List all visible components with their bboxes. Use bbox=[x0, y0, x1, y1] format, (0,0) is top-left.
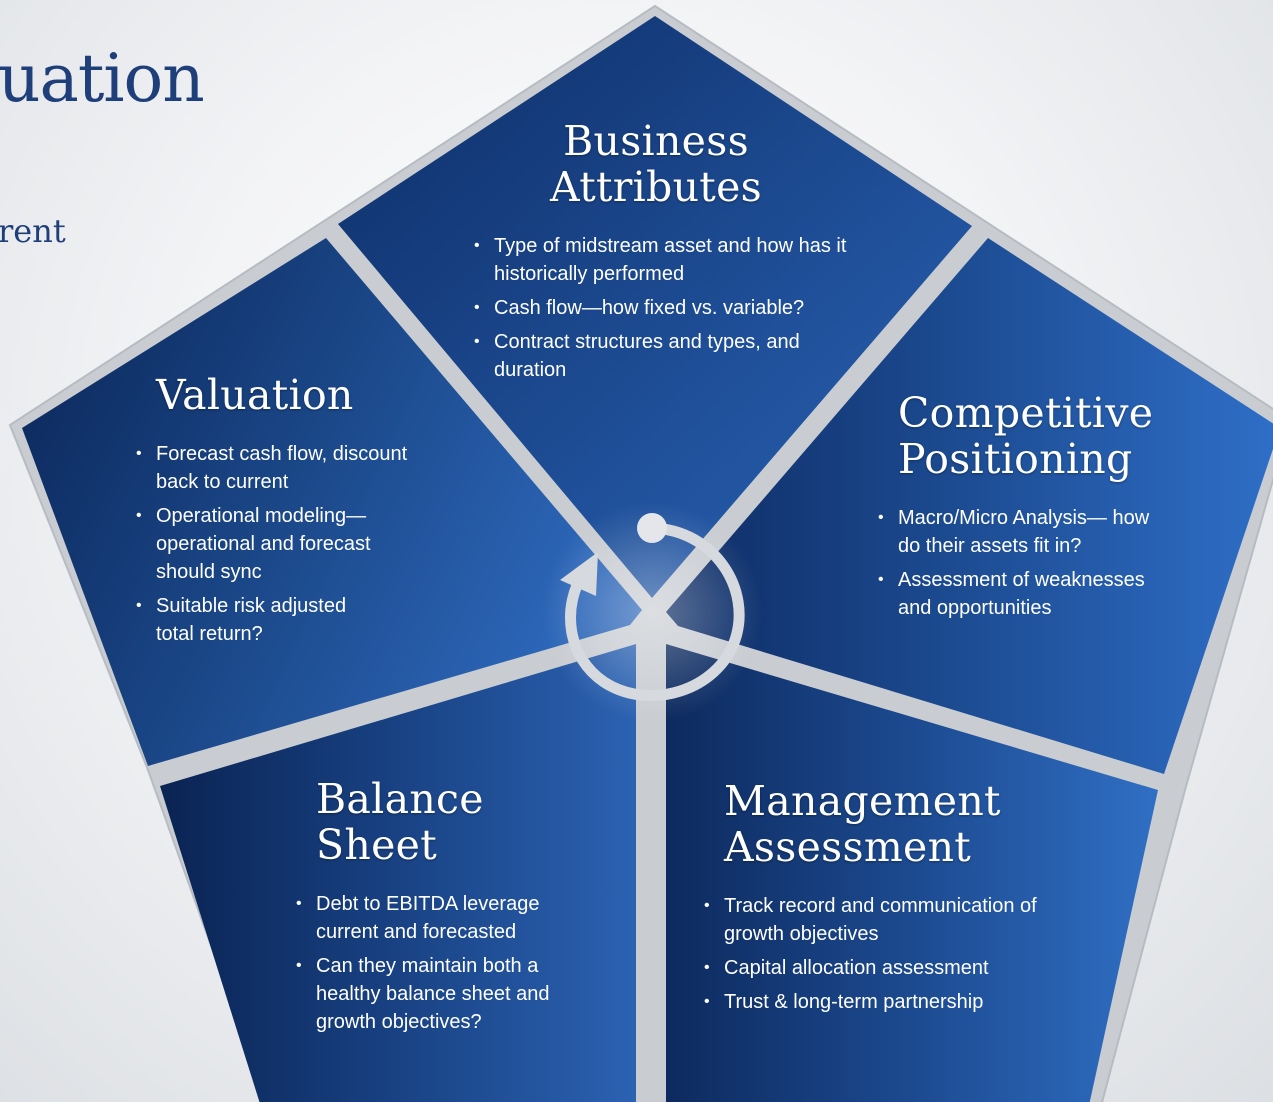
bullet-list: Debt to EBITDA leverage current and fore… bbox=[294, 890, 604, 1036]
section-title: Valuation bbox=[156, 371, 354, 419]
section-valuation: Valuation Forecast cash flow, discount b… bbox=[134, 372, 464, 654]
list-item: Cash flow—how fixed vs. variable? bbox=[472, 294, 852, 322]
section-title: Management Assessment bbox=[724, 777, 1001, 871]
list-item: Track record and communication of growth… bbox=[702, 892, 1069, 948]
list-item: Contract structures and types, and durat… bbox=[472, 328, 814, 384]
list-item: Assessment of weaknesses and opportuniti… bbox=[876, 566, 1178, 622]
background-subtitle-fragment: rent bbox=[0, 212, 66, 250]
section-title: Business Attributes bbox=[550, 117, 762, 211]
section-title: Balance Sheet bbox=[316, 775, 484, 869]
list-item: Trust & long-term partnership bbox=[702, 988, 1082, 1016]
bullet-list: Track record and communication of growth… bbox=[702, 892, 1082, 1016]
bullet-list: Type of midstream asset and how has it h… bbox=[472, 232, 852, 384]
bullet-list: Forecast cash flow, discount back to cur… bbox=[134, 440, 464, 648]
section-balance-sheet: Balance Sheet Debt to EBITDA leverage cu… bbox=[294, 776, 604, 1042]
list-item: Type of midstream asset and how has it h… bbox=[472, 232, 852, 288]
section-competitive-positioning: Competitive Positioning Macro/Micro Anal… bbox=[876, 390, 1196, 628]
list-item: Macro/Micro Analysis— how do their asset… bbox=[876, 504, 1158, 560]
background-title-fragment: uation bbox=[0, 40, 205, 117]
bullet-list: Macro/Micro Analysis— how do their asset… bbox=[876, 504, 1196, 622]
circular-arrow-icon bbox=[560, 513, 745, 702]
list-item: Can they maintain both a healthy balance… bbox=[294, 952, 586, 1036]
section-business-attributes: Business Attributes Type of midstream as… bbox=[472, 118, 852, 390]
list-item: Debt to EBITDA leverage current and fore… bbox=[294, 890, 576, 946]
section-title: Competitive Positioning bbox=[898, 389, 1154, 483]
section-management-assessment: Management Assessment Track record and c… bbox=[702, 778, 1082, 1022]
list-item: Operational modeling— operational and fo… bbox=[134, 502, 406, 586]
list-item: Suitable risk adjusted total return? bbox=[134, 592, 376, 648]
list-item: Forecast cash flow, discount back to cur… bbox=[134, 440, 446, 496]
list-item: Capital allocation assessment bbox=[702, 954, 1082, 982]
